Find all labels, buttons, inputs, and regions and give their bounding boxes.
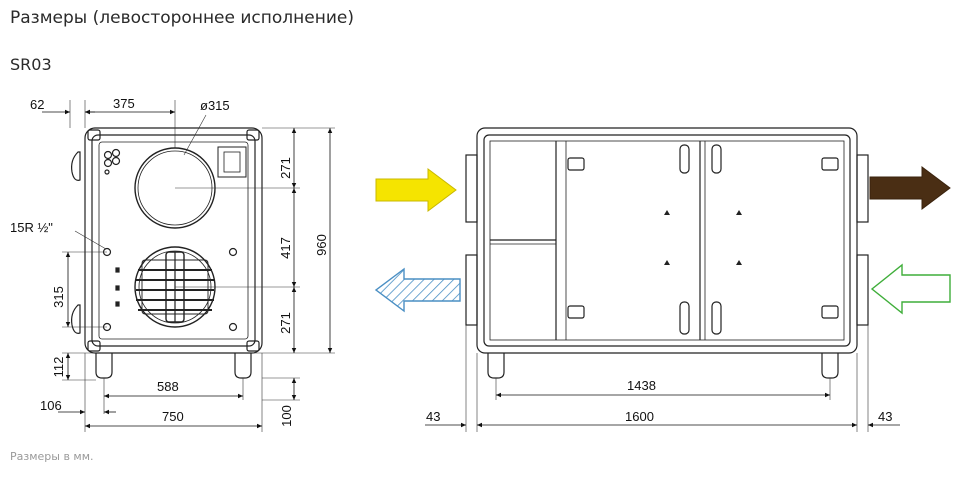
dim-375: 375 (113, 96, 135, 111)
dim-315: 315 (51, 286, 66, 308)
dim-62: 62 (30, 97, 44, 112)
dim-315-diameter: ø315 (200, 98, 230, 113)
side-view (465, 127, 869, 379)
dim-1600: 1600 (625, 409, 654, 424)
dim-588: 588 (157, 379, 179, 394)
front-foot-right (234, 353, 252, 379)
exhaust-air-arrow (869, 166, 951, 210)
dim-417: 417 (278, 237, 293, 259)
dim-960: 960 (314, 234, 329, 256)
front-view (71, 127, 263, 379)
spigot-left-bottom (465, 254, 478, 326)
dim-106: 106 (40, 398, 62, 413)
page-title: Размеры (левостороннее исполнение) (10, 8, 354, 28)
side-foot-right (821, 353, 839, 379)
handle-bottom (71, 304, 81, 334)
side-foot-left (487, 353, 505, 379)
dim-750: 750 (162, 409, 184, 424)
dim-112: 112 (51, 357, 66, 378)
dim-100: 100 (279, 405, 294, 427)
units-note: Размеры в мм. (10, 450, 94, 463)
dim-1438: 1438 (627, 378, 656, 393)
spigot-right-bottom (856, 254, 869, 326)
side-housing (476, 127, 858, 354)
model-label: SR03 (10, 55, 52, 74)
dim-15r: 15R ½" (10, 220, 53, 235)
front-foot-left (95, 353, 113, 379)
dim-271-bottom: 271 (278, 312, 293, 334)
outdoor-air-arrow (870, 263, 951, 315)
dim-43-left: 43 (426, 409, 440, 424)
spigot-left-top (465, 154, 478, 223)
dim-43-right: 43 (878, 409, 892, 424)
front-housing (84, 127, 263, 354)
spigot-right-top (856, 154, 869, 223)
supply-air-arrow (375, 168, 457, 212)
dim-271-top: 271 (278, 157, 293, 179)
handle-top (71, 151, 81, 181)
extract-air-arrow (374, 267, 461, 313)
